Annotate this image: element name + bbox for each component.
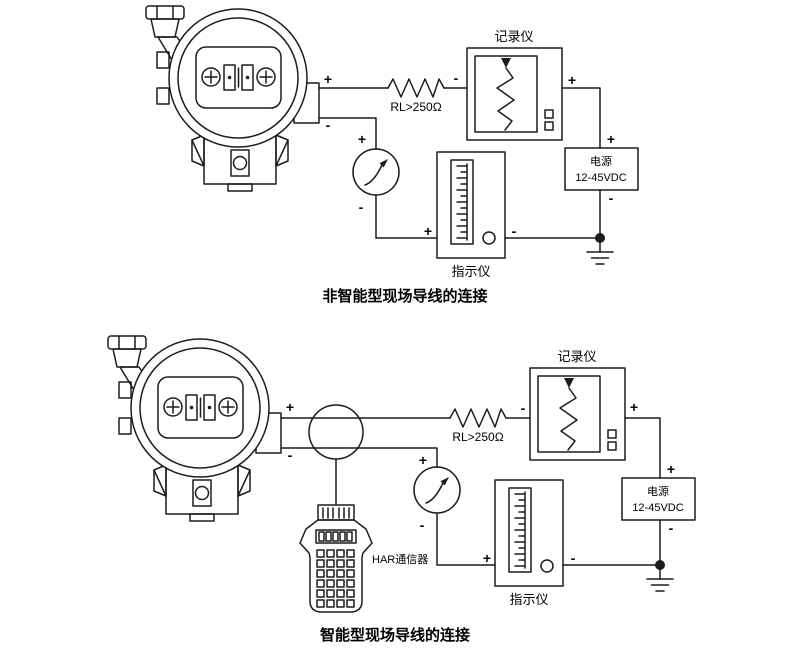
- hart-communicator: [299, 504, 373, 613]
- polarity-minus-label: -: [609, 190, 614, 206]
- indicator-icon: [494, 479, 564, 587]
- polarity-minus-label: -: [359, 199, 364, 215]
- polarity-plus-label: +: [324, 71, 332, 87]
- top-diagram-labels: 记录仪 RL>250Ω 电源 12-45VDC 指示仪 非智能型现场导线的连接 …: [322, 29, 626, 305]
- polarity-plus-label: +: [424, 223, 432, 239]
- communicator-label: HAR通信器: [372, 553, 428, 566]
- recorder-label: 记录仪: [494, 29, 533, 44]
- junction-dot: [655, 560, 665, 570]
- power-supply-box: [621, 477, 696, 521]
- resistor-label: RL>250Ω: [452, 430, 503, 444]
- recorder-icon: [466, 47, 563, 141]
- power-label: 电源: [647, 484, 669, 498]
- polarity-minus-label: -: [669, 520, 674, 536]
- transmitter: [107, 335, 282, 522]
- loop-connection-circle: [308, 404, 364, 460]
- polarity-minus-label: -: [454, 70, 459, 86]
- polarity-plus-label: +: [568, 72, 576, 88]
- resistor-label: RL>250Ω: [390, 100, 441, 114]
- ammeter-icon: [413, 466, 461, 514]
- transmitter: [145, 5, 320, 192]
- ammeter-icon: [352, 148, 400, 196]
- polarity-minus-label: -: [571, 550, 576, 566]
- polarity-minus-label: -: [420, 517, 425, 533]
- polarity-plus-label: +: [630, 399, 638, 415]
- polarity-plus-label: +: [358, 131, 366, 147]
- polarity-minus-label: -: [512, 223, 517, 239]
- indicator-label: 指示仪: [509, 592, 548, 607]
- power-voltage-label: 12-45VDC: [575, 172, 626, 184]
- polarity-plus-label: +: [286, 399, 294, 415]
- power-supply-box: [564, 147, 639, 191]
- resistor-icon: [449, 408, 507, 428]
- polarity-minus-label: -: [288, 447, 293, 463]
- indicator-icon: [436, 151, 506, 259]
- polarity-plus-label: +: [419, 452, 427, 468]
- polarity-plus-label: +: [483, 550, 491, 566]
- bottom-diagram-labels: 记录仪 RL>250Ω 电源 12-45VDC 指示仪 HAR通信器 智能型现场…: [286, 349, 684, 644]
- indicator-label: 指示仪: [451, 264, 490, 279]
- recorder-label: 记录仪: [557, 349, 596, 364]
- recorder-icon: [529, 367, 626, 461]
- resistor-icon: [387, 78, 445, 98]
- polarity-plus-label: +: [607, 131, 615, 147]
- junction-dot: [595, 233, 605, 243]
- bottom-diagram-graphics: [107, 335, 696, 613]
- polarity-minus-label: -: [326, 117, 331, 133]
- top-caption: 非智能型现场导线的连接: [322, 287, 487, 305]
- polarity-minus-label: -: [521, 400, 526, 416]
- polarity-plus-label: +: [667, 461, 675, 477]
- power-voltage-label: 12-45VDC: [632, 502, 683, 514]
- power-label: 电源: [590, 154, 612, 168]
- bottom-caption: 智能型现场导线的连接: [320, 626, 470, 644]
- bottom-wires: [280, 417, 661, 566]
- top-diagram-graphics: [145, 5, 639, 265]
- top-wires: [318, 87, 601, 239]
